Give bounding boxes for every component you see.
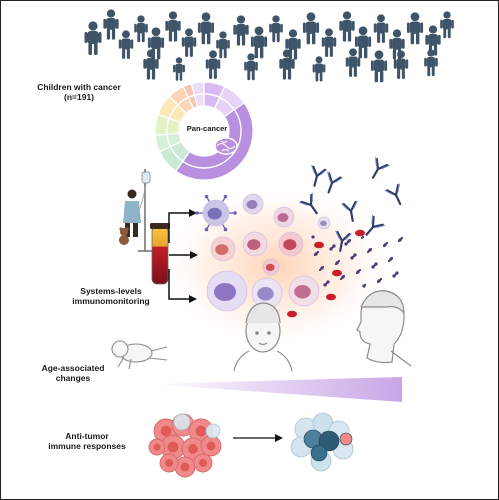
person-icon <box>269 15 283 43</box>
antibody-icon <box>365 214 386 236</box>
person-icon <box>103 9 119 40</box>
antibody-icon <box>299 193 318 215</box>
cytokine-dots <box>311 235 404 288</box>
cohort-title: Children with cancer(n=191) <box>37 82 121 102</box>
iv-bag-icon <box>141 171 151 184</box>
immune-cell-icon <box>210 236 236 262</box>
person-icon <box>143 49 159 80</box>
antibody-icon <box>327 171 343 194</box>
age-gradient-wedge <box>151 377 402 402</box>
immune-cell-icon <box>242 231 268 257</box>
person-icon <box>216 31 230 59</box>
immune-cell-icon <box>278 231 304 257</box>
children-crowd <box>84 9 454 83</box>
antibody-icon <box>335 230 352 252</box>
person-icon <box>173 57 185 81</box>
pan-cancer-label: Pan-cancer <box>186 124 228 133</box>
person-icon <box>370 50 388 83</box>
person-icon <box>312 56 326 82</box>
immune-cell-icon <box>288 275 320 307</box>
person-icon <box>440 11 454 39</box>
immune-cell-icon <box>251 277 283 309</box>
antibody-icon <box>371 157 390 179</box>
immune-cell-icon <box>206 270 248 312</box>
person-icon <box>250 26 268 59</box>
arrow-icon <box>233 434 283 442</box>
person-icon <box>134 15 148 43</box>
person-icon <box>205 50 221 79</box>
antibody-icon <box>311 165 328 187</box>
immune-cells <box>195 193 331 312</box>
fan-arrows <box>168 212 193 300</box>
person-icon <box>339 11 355 42</box>
person-icon <box>302 12 320 45</box>
person-icon <box>181 28 197 57</box>
immune-cell-icon <box>273 206 295 228</box>
teddy-bear-icon <box>119 227 129 245</box>
person-icon <box>354 26 372 59</box>
antibody-icons <box>299 157 402 252</box>
person-icon <box>321 28 337 57</box>
immune-cell-icon <box>262 258 280 276</box>
antibody-icon <box>341 200 358 222</box>
blood-tube-icon <box>150 223 170 285</box>
red-blood-cells <box>287 229 365 318</box>
t-cell-icon <box>310 444 328 462</box>
person-icon <box>345 48 361 77</box>
brain-icon <box>214 137 238 155</box>
t-cell-cluster-icon <box>290 412 354 472</box>
person-icon <box>233 15 249 46</box>
person-icon <box>84 21 102 55</box>
person-icon <box>197 12 215 45</box>
immune-cell-icon <box>195 194 237 232</box>
person-icon <box>165 11 181 42</box>
immune-cell-icon <box>317 216 331 230</box>
person-icon <box>279 49 295 80</box>
adolescent-face-icon <box>356 290 412 367</box>
tumor-cluster-icon <box>148 413 222 478</box>
infant-icon <box>111 340 168 370</box>
person-icon <box>406 12 424 45</box>
patient-icon <box>119 169 152 252</box>
antibody-icon <box>384 183 402 206</box>
t-cell-icon <box>339 432 353 446</box>
person-icon <box>118 30 134 59</box>
t-cell-icon <box>318 430 340 452</box>
person-icon <box>373 14 389 43</box>
child-face-icon <box>233 302 293 372</box>
immune-cell-icon <box>242 193 264 215</box>
